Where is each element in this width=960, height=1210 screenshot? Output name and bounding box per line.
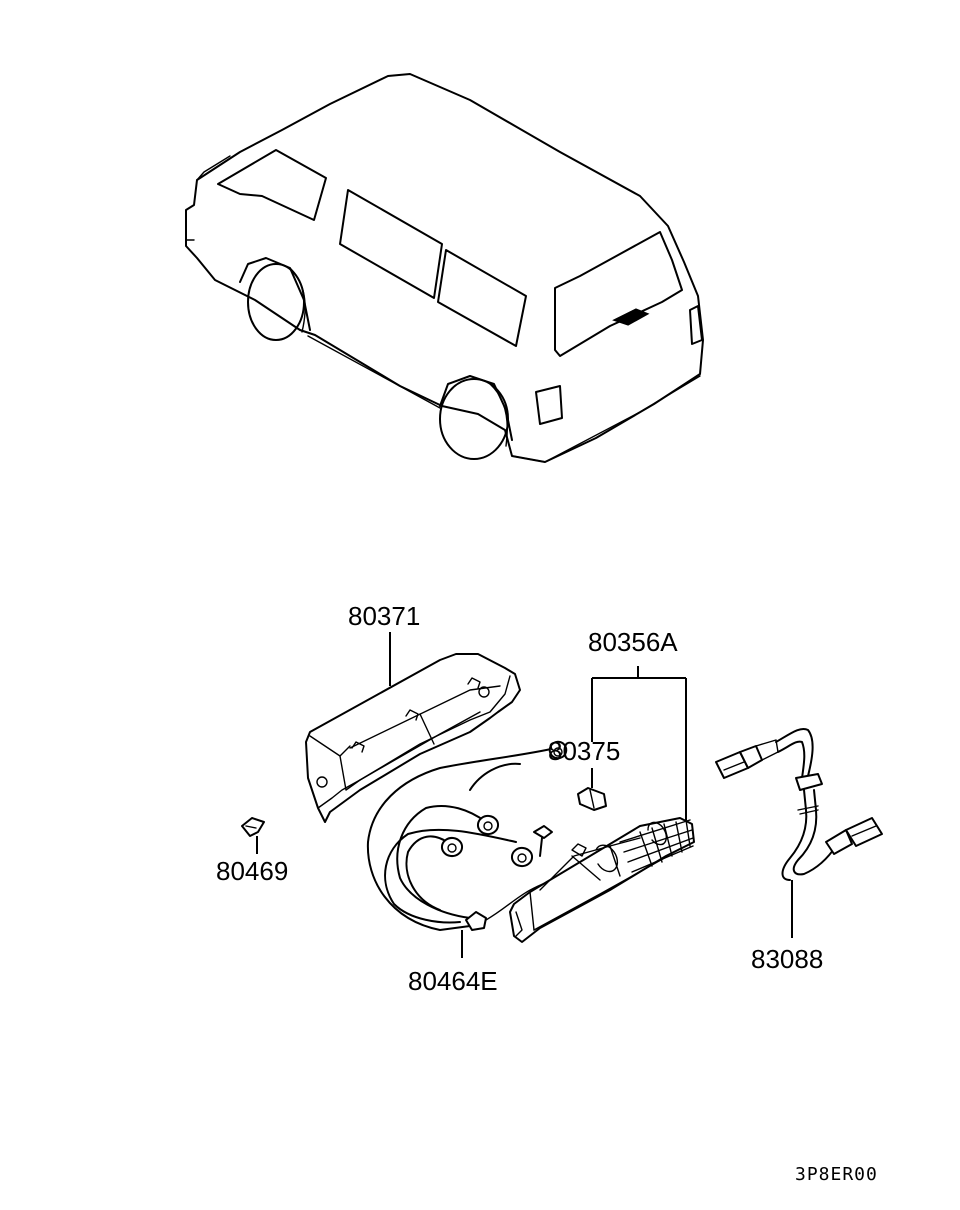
bulb-80375 bbox=[577, 787, 607, 811]
connector-lower bbox=[825, 817, 883, 855]
leader-80356A bbox=[591, 666, 687, 820]
clip-80469 bbox=[241, 817, 265, 837]
bulb-socket-3 bbox=[476, 815, 500, 835]
high-mount-housing-80371 bbox=[305, 653, 521, 823]
bulb-socket-1 bbox=[548, 740, 568, 760]
screw bbox=[533, 825, 553, 857]
part-label-80371: 80371 bbox=[348, 601, 420, 631]
bulb-socket-2 bbox=[510, 847, 534, 867]
vehicle-illustration bbox=[185, 73, 704, 463]
part-label-83088: 83088 bbox=[751, 944, 823, 974]
bulb-socket-4 bbox=[440, 837, 464, 857]
lamp-assembly-80356A bbox=[509, 817, 695, 943]
part-label-80469: 80469 bbox=[216, 856, 288, 886]
part-label-80356A: 80356A bbox=[588, 627, 678, 657]
wiring-harness-83088 bbox=[715, 728, 883, 881]
connector-upper bbox=[715, 739, 779, 779]
part-label-80464E: 80464E bbox=[408, 966, 498, 996]
diagram-code: 3P8ER00 bbox=[795, 1164, 878, 1185]
lamp-harness-80464E bbox=[366, 740, 568, 931]
part-label-80375: 80375 bbox=[548, 736, 620, 766]
